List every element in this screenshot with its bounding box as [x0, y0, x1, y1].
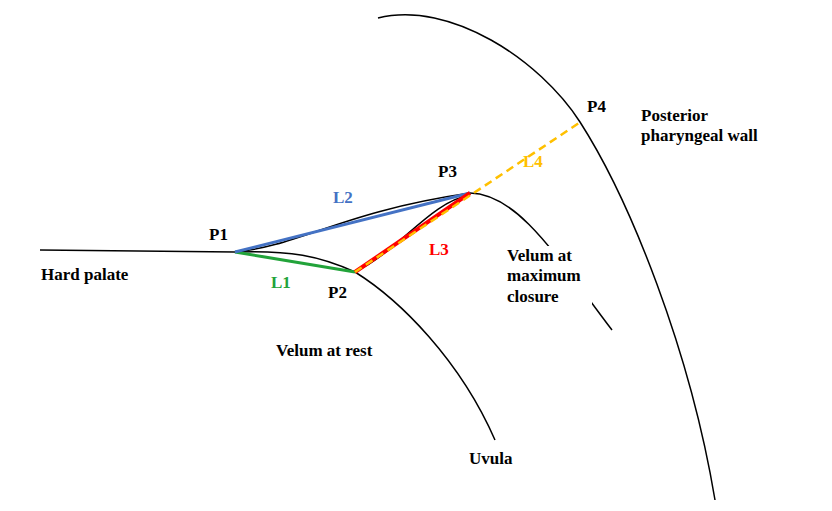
line-l1 [235, 252, 355, 272]
structure-label: Velum at rest [275, 341, 373, 361]
velum-rest-lower [355, 272, 495, 440]
structure-label: Uvula [468, 449, 513, 469]
line-label: L4 [522, 152, 544, 172]
line-label: L2 [332, 188, 354, 208]
line-label: L3 [428, 240, 450, 260]
structure-label: Hard palate [40, 265, 129, 285]
pharyngeal-wall [378, 15, 715, 500]
point-label: P2 [327, 283, 348, 303]
velum-closure-lower [470, 193, 612, 330]
point-label: P3 [437, 162, 458, 182]
line-label: L1 [270, 273, 292, 293]
velum-rest-upper [235, 252, 355, 272]
structure-label: Velum at maximum closure [506, 246, 592, 307]
hard-palate-line [40, 250, 235, 252]
structure-label: Posterior pharyngeal wall [640, 106, 782, 147]
point-label: P1 [208, 225, 229, 245]
point-label: P4 [586, 97, 607, 117]
